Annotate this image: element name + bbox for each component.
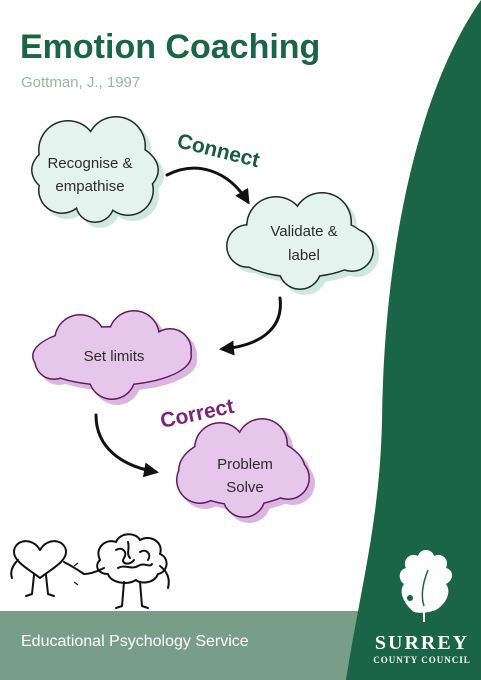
brain-character-icon [83,533,170,609]
step-3-line-1: Set limits [84,348,145,365]
arrow-limits-to-problem [94,413,159,478]
page-title: Emotion Coaching [20,28,321,66]
cloud-problem-solve: Problem Solve [176,418,315,523]
brand-name: SURREY [375,632,469,654]
heart-character-icon [10,540,85,597]
step-4-line-2: Solve [226,479,264,496]
handshake-sparkle-icon [73,562,79,586]
arrow-recognise-to-validate [165,166,250,205]
cloud-validate: Validate & label [226,192,379,295]
oak-leaf-logo-icon [399,550,452,622]
step-2-line-2: label [288,247,320,264]
arrow-validate-to-limits [219,296,282,356]
footer-service-label: Educational Psychology Service [21,633,249,650]
page-subtitle: Gottman, J., 1997 [21,74,141,91]
cloud-set-limits: Set limits [32,310,197,405]
step-2-line-1: Validate & [270,223,337,240]
step-4-line-1: Problem [217,456,273,473]
brand-subtitle: COUNTY COUNCIL [373,655,470,665]
cloud-recognise: Recognise & empathise [31,116,164,228]
step-1-line-2: empathise [55,178,124,195]
step-1-line-1: Recognise & [47,155,132,172]
green-swoosh [346,0,481,680]
phase-label-connect: Connect [175,130,262,173]
